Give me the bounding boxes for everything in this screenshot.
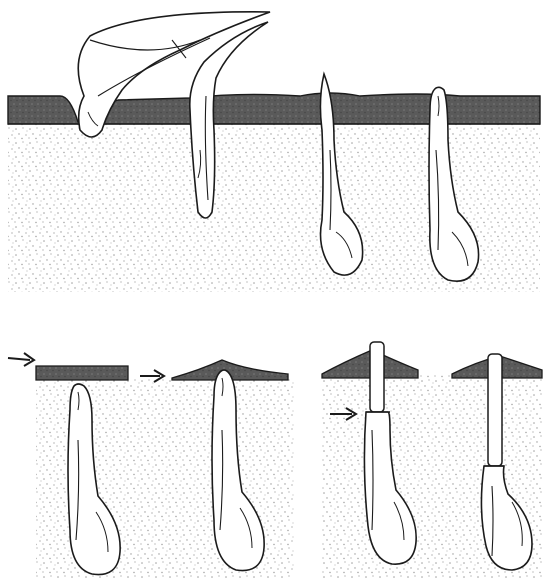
bottom-right-panel <box>322 342 542 578</box>
top-panel <box>8 12 540 292</box>
soil-crust <box>36 366 128 380</box>
arrow-marker <box>8 353 34 366</box>
bottom-left-panel <box>8 353 294 578</box>
